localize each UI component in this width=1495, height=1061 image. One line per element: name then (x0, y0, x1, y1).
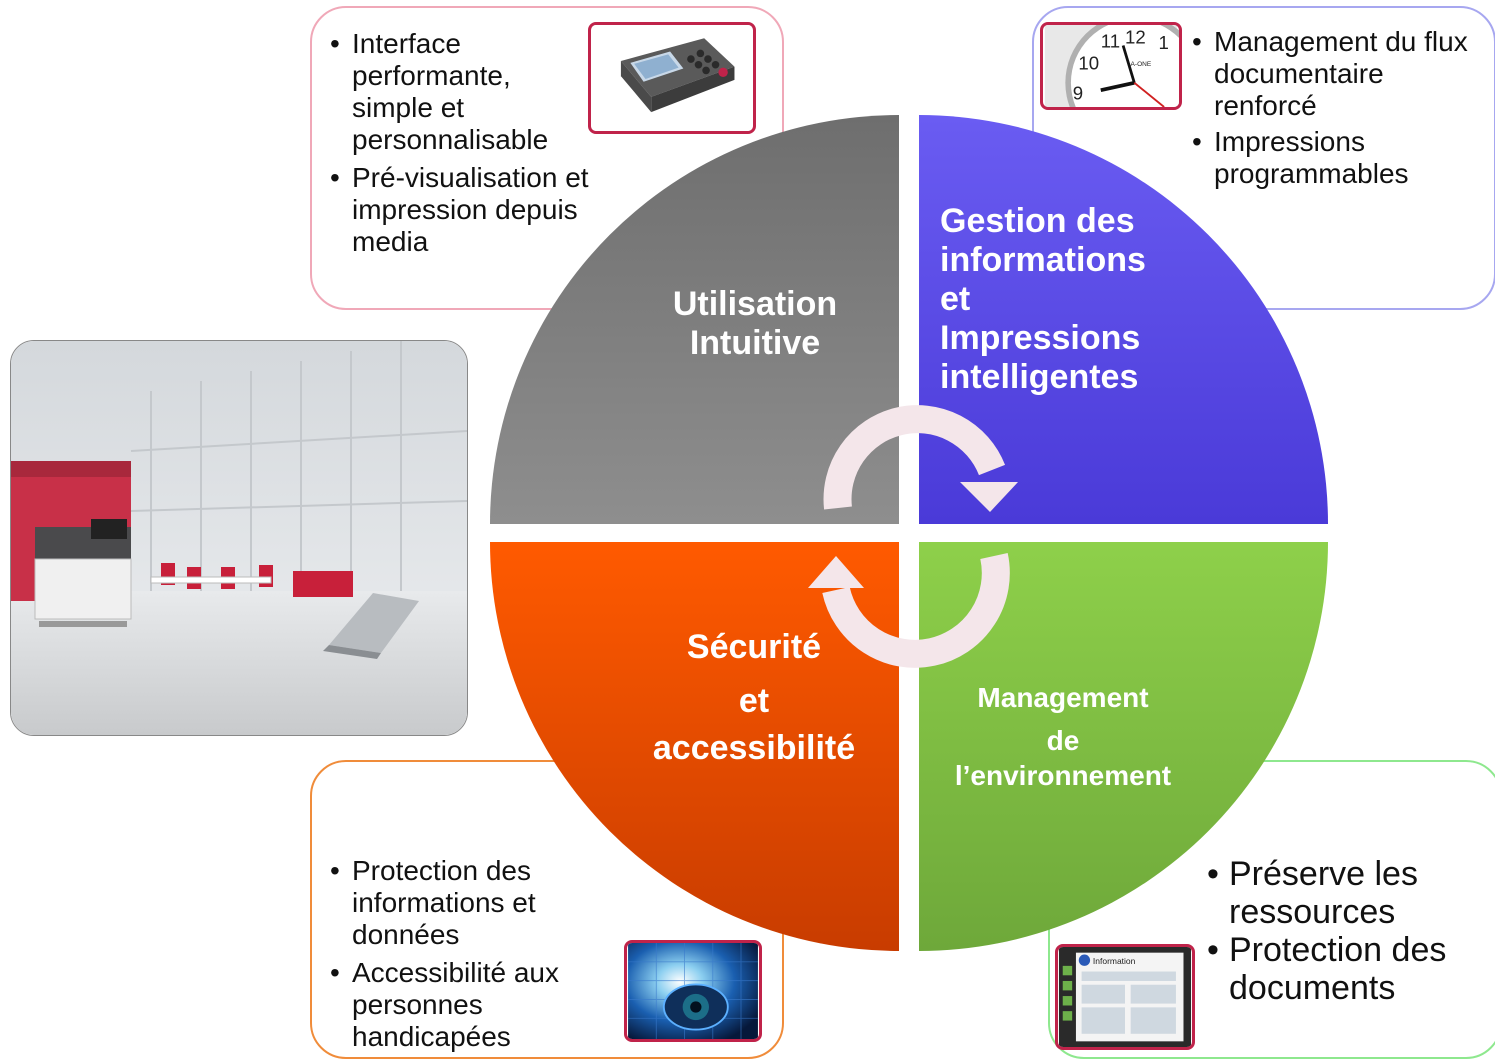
label-line: Impressions (940, 319, 1141, 357)
quadrant-gestion (919, 115, 1328, 524)
quadrant-label-environnement: Management de l’environnement (928, 676, 1198, 790)
bullet-item: Protection des documents (1205, 931, 1495, 1007)
label-line: Utilisation (672, 285, 838, 323)
label-line: intelligentes (940, 358, 1139, 396)
label-line: Sécurité (686, 628, 822, 666)
wall-clock-image: 11 12 1 10 9 A-ONE (1040, 22, 1182, 110)
office-scene-illustration (11, 341, 467, 735)
cycle-arrow-bottom (808, 553, 1010, 668)
clock-brand: A-ONE (1131, 61, 1152, 68)
wall-clock-illustration: 11 12 1 10 9 A-ONE (1044, 25, 1179, 107)
label-line: Gestion des (940, 202, 1135, 240)
information-screen-illustration: Information (1058, 947, 1192, 1047)
top-left-bullets: Interface performante, simple et personn… (328, 28, 598, 264)
office-printer-photo (10, 340, 468, 736)
information-screen-image: Information (1055, 944, 1195, 1050)
label-line: de (1046, 725, 1080, 756)
quadrant-label-utilisation: Utilisation Intuitive (640, 285, 870, 363)
quadrant-securite (490, 542, 899, 951)
bullet-item: Impressions programmables (1190, 126, 1490, 190)
eye-scan-image (624, 940, 762, 1042)
label-line: et (738, 682, 770, 720)
cycle-arrow-top (823, 405, 1018, 512)
quadrant-utilisation (490, 115, 899, 524)
label-line: accessibilité (652, 729, 856, 767)
label-line: informations (940, 241, 1146, 279)
label-line: Intuitive (689, 324, 821, 362)
clock-numeral: 11 (1101, 30, 1120, 51)
label-line: Management (977, 682, 1149, 713)
bottom-left-bullets: Protection des informations et données A… (328, 855, 618, 1059)
label-line: et (940, 280, 971, 318)
clock-numeral: 9 (1073, 83, 1083, 104)
clock-numeral: 1 (1159, 32, 1169, 53)
clock-numeral: 12 (1125, 27, 1146, 48)
clock-numeral: 10 (1078, 53, 1099, 74)
control-panel-image (588, 22, 756, 134)
quadrant-label-securite: Sécurité et accessibilité (638, 620, 870, 768)
screen-title: Information (1093, 956, 1136, 966)
eye-scan-illustration (628, 943, 758, 1039)
bullet-item: Interface performante, simple et personn… (328, 28, 598, 156)
quadrant-environnement (919, 542, 1328, 951)
bottom-right-bullets: Préserve les ressources Protection des d… (1205, 855, 1495, 1007)
quadrant-label-gestion: Gestion des informations et Impressions … (940, 202, 1240, 397)
top-right-bullets: Management du flux documentaire renforcé… (1190, 26, 1490, 194)
bullet-item: Protection des informations et données (328, 855, 618, 951)
bullet-item: Pré-visualisation et impression depuis m… (328, 162, 598, 258)
label-line: l’environnement (954, 760, 1172, 791)
bullet-item: Management du flux documentaire renforcé (1190, 26, 1490, 122)
bullet-item: Accessibilité aux personnes handicapées (328, 957, 618, 1053)
control-panel-illustration (592, 25, 752, 131)
bullet-item: Préserve les ressources (1205, 855, 1495, 931)
